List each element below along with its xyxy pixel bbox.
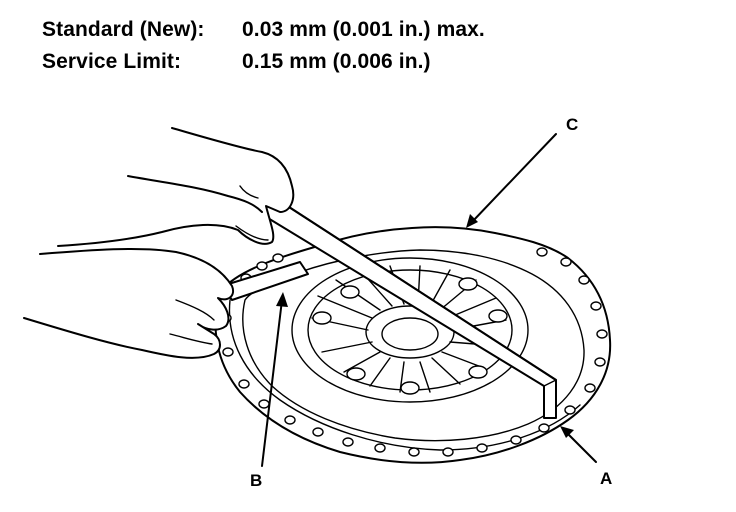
callout-b-label: B — [250, 471, 262, 490]
straight-edge — [257, 195, 557, 419]
diaphragm-spring — [291, 257, 529, 403]
callout-c-label: C — [566, 115, 578, 134]
upper-hand — [57, 127, 295, 247]
callout-c-line — [471, 133, 557, 223]
service-limit-label: Service Limit: — [42, 50, 182, 73]
lower-hand — [23, 247, 234, 359]
callout-b-line — [261, 299, 283, 467]
callout-lines — [261, 133, 597, 467]
callout-a-arrow — [560, 426, 574, 438]
callout-arrows — [276, 214, 574, 438]
callout-c-arrow — [466, 214, 478, 228]
callout-a-line — [565, 431, 597, 463]
pressure-plate — [214, 226, 612, 464]
callout-b-arrow — [276, 292, 288, 307]
standard-value: 0.03 mm (0.001 in.) max. — [242, 18, 485, 41]
standard-label: Standard (New): — [42, 18, 205, 41]
callout-a-label: A — [600, 469, 612, 488]
service-limit-value: 0.15 mm (0.006 in.) — [242, 50, 431, 73]
